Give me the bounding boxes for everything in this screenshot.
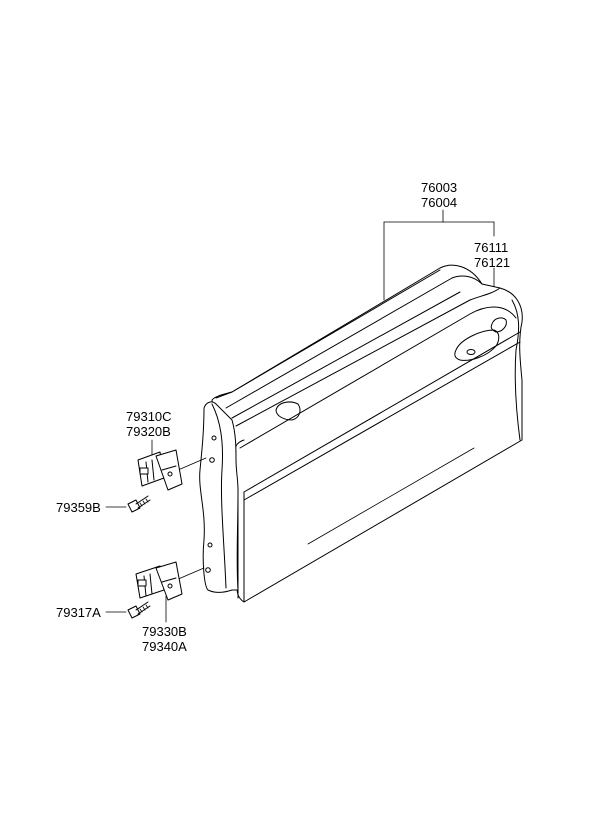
part-number-76003: 76003: [421, 180, 458, 195]
leader-76003: [383, 209, 495, 301]
label-door-assembly: 76003 76004: [421, 180, 457, 210]
lower-hinge: [135, 561, 183, 601]
upper-hinge: [137, 449, 183, 491]
leader-lower-hinge-hole: [175, 567, 205, 581]
label-door-panel: 76111 76121: [474, 240, 510, 270]
leader-upper-hinge-hole: [177, 457, 207, 471]
door-shell: [211, 264, 523, 603]
lower-bolt: [127, 601, 151, 619]
label-upper-hinge: 79310C 79320B: [126, 409, 172, 439]
label-lower-bolt: 79317A: [56, 605, 101, 620]
part-number-76111: 76111: [474, 240, 509, 255]
part-number-79340A: 79340A: [142, 639, 187, 654]
part-number-79330B: 79330B: [142, 624, 187, 639]
part-number-79310C: 79310C: [126, 409, 172, 424]
part-number-76004: 76004: [421, 195, 458, 210]
part-number-79320B: 79320B: [126, 424, 171, 439]
label-upper-bolt: 79359B: [56, 500, 101, 515]
door-front-edge: [199, 401, 239, 593]
upper-bolt: [127, 495, 151, 513]
label-lower-hinge: 79330B 79340A: [142, 624, 187, 654]
part-number-76121: 76121: [474, 255, 511, 270]
